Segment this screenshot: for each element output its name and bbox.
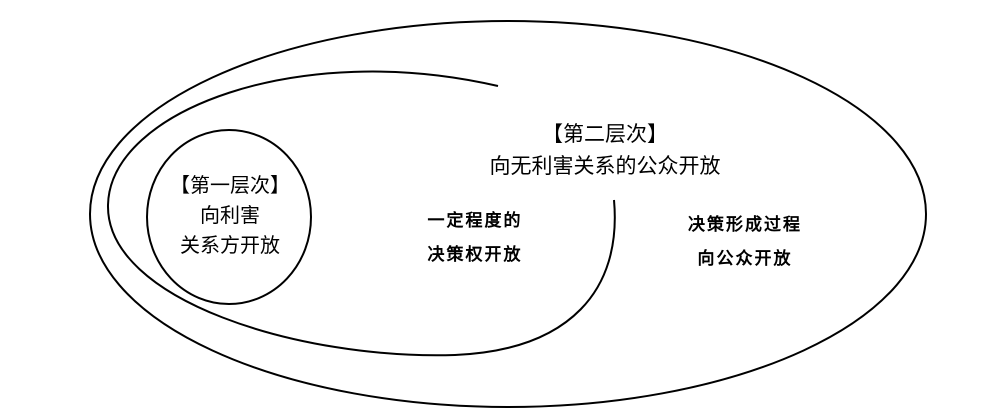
outer-region-line1: 决策形成过程 — [688, 215, 802, 235]
level-two-label: 【第二层次】 向无利害关系的公众开放 — [440, 120, 770, 184]
outer-region-label: 决策形成过程 向公众开放 — [660, 214, 830, 282]
first-layer-circle — [146, 129, 312, 305]
outer-ellipse — [89, 20, 927, 408]
level-two-line1: 向无利害关系的公众开放 — [489, 154, 721, 178]
inner-region-line1: 一定程度的 — [427, 211, 523, 231]
inner-region-line2: 决策权开放 — [427, 245, 523, 265]
level-one-heading: 【第一层次】 — [170, 173, 290, 197]
outer-region-line2: 向公众开放 — [697, 249, 793, 269]
level-one-line1: 向利害 — [200, 203, 260, 227]
level-one-label: 【第一层次】 向利害 关系方开放 — [150, 172, 310, 262]
inner-region-label: 一定程度的 决策权开放 — [395, 210, 555, 278]
level-one-line2: 关系方开放 — [180, 233, 280, 257]
second-layer-arc — [106, 70, 616, 357]
level-two-heading: 【第二层次】 — [542, 122, 668, 146]
